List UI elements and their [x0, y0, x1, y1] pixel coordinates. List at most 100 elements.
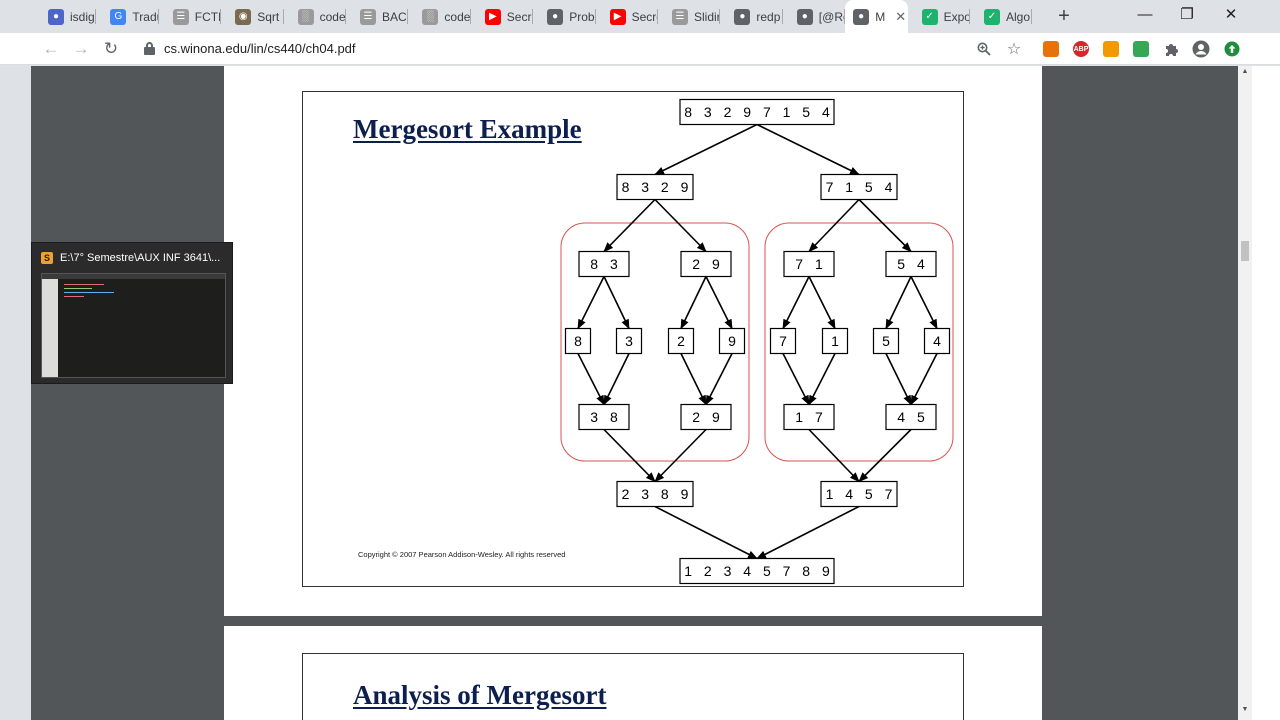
svg-text:1 7: 1 7	[795, 409, 826, 425]
tab-16[interactable]: ✓Algo	[970, 6, 1033, 27]
merge1-node: 3 8	[578, 403, 630, 431]
preview-thumbnail[interactable]	[41, 273, 226, 378]
ext-green-icon[interactable]	[1133, 41, 1149, 57]
svg-text:1: 1	[831, 333, 843, 349]
svg-text:4: 4	[933, 333, 945, 349]
tab-10[interactable]: ▶ Secre	[596, 6, 658, 27]
svg-text:3: 3	[625, 333, 637, 349]
youtube-icon: ▶	[609, 8, 626, 25]
new-tab-button[interactable]: +	[1058, 5, 1070, 27]
tab-4[interactable]: ◉ Sqrt	[221, 6, 284, 27]
tab-5[interactable]: ░ code	[284, 6, 346, 27]
merge1-node: 4 5	[885, 403, 937, 431]
svg-text:2 9: 2 9	[692, 256, 723, 272]
stack-icon: ☰	[672, 8, 688, 25]
ext-wrench-icon[interactable]	[1103, 41, 1119, 57]
svg-text:8 3 2 9 7 1 5 4: 8 3 2 9 7 1 5 4	[684, 104, 834, 120]
stack-icon: ☰	[360, 8, 376, 25]
merge-arrow	[680, 353, 707, 406]
window-preview-popup[interactable]: S E:\7° Semestre\AUX INF 3641\...	[31, 242, 233, 384]
tab-11[interactable]: ☰Slidir	[658, 6, 721, 27]
split2-node: 8 3	[578, 250, 630, 278]
owl-icon: ◉	[235, 8, 252, 25]
slide-title: Analysis of Mergesort	[353, 680, 607, 710]
split1-node: 7 1 5 4	[820, 173, 898, 201]
tab-label: Sqrt	[257, 9, 280, 24]
globe-icon: ●	[796, 8, 813, 25]
search-icon: ●	[48, 8, 64, 25]
tab-3[interactable]: ☰FCTR	[159, 6, 222, 27]
right-edge	[1252, 66, 1280, 720]
minimize-button[interactable]: —	[1137, 6, 1153, 23]
shield-icon: ✓	[921, 8, 938, 25]
svg-text:1 2 3 4 5 7 8 9: 1 2 3 4 5 7 8 9	[684, 563, 834, 579]
restore-button[interactable]: ❐	[1180, 6, 1194, 23]
update-arrow-icon[interactable]	[1223, 40, 1241, 58]
merge2-node: 2 3 8 9	[616, 480, 694, 508]
tab-9[interactable]: ●Probl	[533, 6, 596, 27]
tab-label: code	[319, 9, 346, 24]
adblock-icon[interactable]: ABP	[1073, 41, 1089, 57]
result-node: 1 2 3 4 5 7 8 9	[679, 557, 835, 585]
split-arrow	[782, 276, 810, 330]
tab-12[interactable]: ● redp	[720, 6, 783, 27]
sublime-icon: S	[41, 252, 53, 264]
tab-label: Secre	[506, 9, 533, 24]
leaf-node: 7	[769, 327, 797, 355]
svg-text:2: 2	[677, 333, 689, 349]
zoom-icon[interactable]	[975, 40, 993, 58]
address-bar[interactable]: cs.winona.edu/lin/cs440/ch04.pdf	[164, 41, 356, 56]
leaf-node: 3	[615, 327, 643, 355]
close-tab-icon[interactable]: ✕	[895, 8, 907, 24]
merge-arrow	[705, 353, 733, 406]
tab-1[interactable]: ●isdig	[34, 6, 97, 27]
tab-6[interactable]: ☰ BACF	[346, 6, 409, 27]
merge-arrow	[654, 428, 707, 483]
svg-text:8: 8	[574, 333, 586, 349]
scrollbar-thumb[interactable]	[1241, 241, 1249, 261]
svg-text:8 3 2 9: 8 3 2 9	[622, 179, 693, 195]
tab-label: redp	[756, 9, 781, 24]
back-button[interactable]: ←	[42, 39, 60, 58]
leaf-node: 9	[718, 327, 746, 355]
reload-button[interactable]: ↻	[103, 39, 119, 58]
tab-8[interactable]: ▶Secre	[471, 6, 534, 27]
globe-icon: ●	[734, 8, 751, 25]
tab-13[interactable]: ●[@Re	[783, 6, 846, 27]
vertical-scrollbar[interactable]: ▲ ▼	[1238, 66, 1252, 720]
bars-icon: ░	[297, 8, 314, 25]
split2-node: 7 1	[783, 250, 835, 278]
scroll-up-arrow-icon[interactable]: ▲	[1241, 68, 1249, 75]
merge-arrow	[603, 353, 630, 406]
tab-label: Algo	[1006, 9, 1031, 24]
translate-icon: G	[110, 8, 127, 25]
forward-button[interactable]: →	[72, 39, 90, 58]
leaf-node: 2	[667, 327, 695, 355]
split-arrow	[680, 276, 707, 330]
tab-label: Secre	[631, 9, 658, 24]
tab-14[interactable]: ●M✕	[845, 0, 908, 33]
tab-label: code	[444, 9, 471, 24]
globe-icon: ●	[853, 8, 870, 25]
svg-text:7 1 5 4: 7 1 5 4	[826, 179, 897, 195]
close-window-button[interactable]: ✕	[1224, 6, 1238, 23]
extensions-puzzle-icon[interactable]	[1162, 40, 1180, 58]
scroll-down-arrow-icon[interactable]: ▼	[1241, 706, 1249, 713]
tab-2[interactable]: GTradu	[96, 6, 159, 27]
split-arrow	[603, 276, 630, 330]
ext-orange-icon[interactable]	[1043, 41, 1059, 57]
lock-icon[interactable]	[144, 42, 155, 55]
split-arrow	[858, 198, 912, 253]
svg-text:4 5: 4 5	[897, 409, 928, 425]
leaf-node: 1	[821, 327, 849, 355]
profile-avatar-icon[interactable]	[1192, 40, 1210, 58]
tab-label: BACF	[382, 9, 408, 24]
pdf-page: Analysis of Mergesort	[224, 626, 1042, 720]
merge1-node: 2 9	[680, 403, 732, 431]
globe-icon: ●	[547, 8, 564, 25]
bookmark-star-icon[interactable]: ☆	[1006, 41, 1022, 58]
split2-node: 5 4	[885, 250, 937, 278]
tab-15[interactable]: ✓Expo	[908, 6, 970, 27]
tab-7[interactable]: ░code	[408, 6, 471, 27]
